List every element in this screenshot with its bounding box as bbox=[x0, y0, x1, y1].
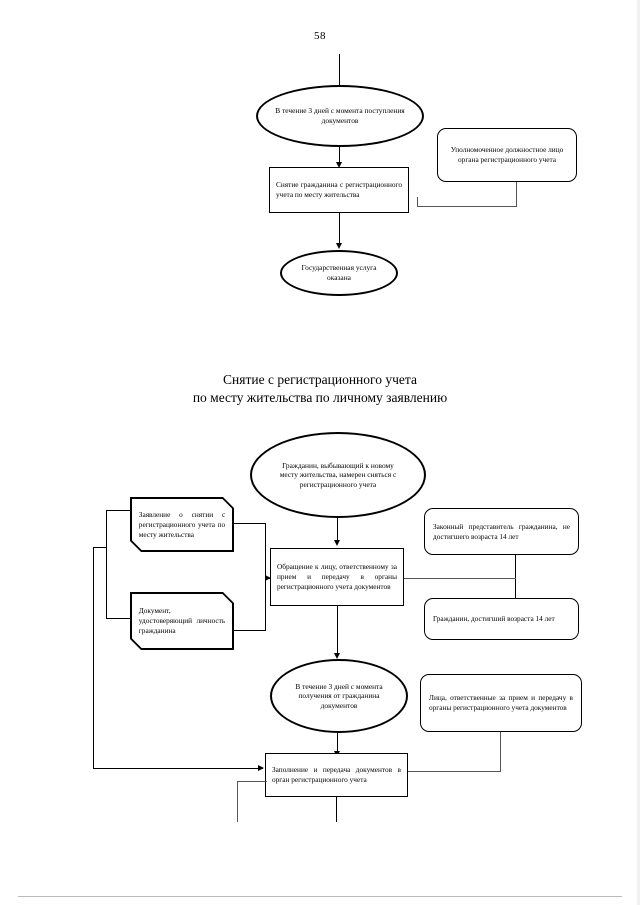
connector-responsible-down bbox=[500, 732, 502, 772]
node-process-appeal: Обращение к лицу, ответственному за прие… bbox=[270, 548, 404, 606]
connector-fill-left-return-down bbox=[237, 781, 239, 822]
node-process-fill-transfer: Заполнение и передача документов в орган… bbox=[265, 753, 408, 797]
node-doc-identity-label: Документ, удостоверяющий личность гражда… bbox=[138, 606, 226, 635]
node-actor-citizen-14: Гражданин, достигший возраста 14 лет bbox=[424, 598, 579, 640]
node-start-citizen: Гражданин, выбывающий к новому месту жит… bbox=[250, 432, 426, 518]
node-process-removal-label: Снятие гражданина с регистрационного уче… bbox=[276, 180, 402, 199]
node-end-service: Государственная услуга оказана bbox=[280, 250, 398, 296]
connector-appeal-to-term bbox=[337, 606, 339, 657]
node-actor-legal-rep: Законный представитель гражданина, не до… bbox=[424, 508, 579, 555]
section-title-line-2: по месту жительства по личному заявлению bbox=[192, 390, 448, 405]
node-term-receipt-label: В течение 3 дней с момента получения от … bbox=[295, 681, 383, 710]
connector-term-to-fill bbox=[337, 733, 339, 755]
connector-left-bracket-inner bbox=[106, 510, 108, 619]
connector-legal-rep-down bbox=[515, 555, 517, 599]
connector-official-down bbox=[516, 182, 518, 207]
node-term-deadline-label: В течение 3 дней с момента поступления д… bbox=[275, 106, 405, 125]
connector-left-bracket-to-bottom bbox=[93, 768, 263, 770]
node-start-citizen-label: Гражданин, выбывающий к новому месту жит… bbox=[279, 460, 397, 489]
node-actor-responsible-label: Лица, ответственные за прием и передачу … bbox=[429, 693, 573, 712]
node-actor-citizen-14-label: Гражданин, достигший возраста 14 лет bbox=[433, 614, 555, 623]
connector-removal-to-end bbox=[339, 213, 341, 247]
section-title: Снятие с регистрационного учета по месту… bbox=[0, 371, 640, 407]
connector-identity-out bbox=[234, 630, 266, 632]
arrowhead-removal-to-end bbox=[335, 243, 342, 249]
page-number: 58 bbox=[314, 30, 326, 42]
connector-fill-down-continuation bbox=[336, 797, 338, 822]
connector-official-left bbox=[417, 206, 517, 208]
connector-start-to-appeal bbox=[337, 518, 339, 544]
node-actor-official: Уполномоченное должностное лицо органа р… bbox=[437, 128, 577, 182]
node-doc-application-label: Заявление о снятии с регистрационного уч… bbox=[138, 509, 226, 539]
section-title-line-1: Снятие с регистрационного учета bbox=[223, 372, 417, 387]
connector-right-actors-to-appeal bbox=[404, 578, 516, 580]
page-edge-shadow bbox=[637, 0, 640, 905]
node-process-appeal-label: Обращение к лицу, ответственному за прие… bbox=[277, 562, 397, 591]
arrowhead-left-bracket-to-bottom bbox=[258, 764, 264, 771]
connector-official-up-to-process bbox=[417, 197, 419, 207]
connector-fill-left-return bbox=[237, 781, 267, 783]
node-process-removal: Снятие гражданина с регистрационного уче… bbox=[269, 167, 409, 213]
node-process-fill-transfer-label: Заполнение и передача документов в орган… bbox=[272, 765, 401, 784]
node-end-service-label: Государственная услуга оказана bbox=[301, 263, 377, 282]
connector-left-bracket-mid bbox=[106, 618, 132, 620]
connector-application-out bbox=[234, 523, 266, 525]
connector-left-bracket-top bbox=[106, 510, 132, 512]
connector-left-bracket-outer bbox=[93, 547, 95, 769]
connector-deadline-to-removal bbox=[339, 147, 341, 166]
arrowhead-docs-into-appeal bbox=[265, 574, 271, 581]
arrowhead-appeal-to-term bbox=[333, 653, 340, 659]
arrowhead-deadline-to-removal bbox=[335, 162, 342, 168]
connector-incoming-top bbox=[339, 54, 341, 92]
node-term-receipt: В течение 3 дней с момента получения от … bbox=[270, 659, 408, 733]
node-term-deadline: В течение 3 дней с момента поступления д… bbox=[256, 85, 424, 147]
node-doc-application: Заявление о снятии с регистрационного уч… bbox=[130, 497, 234, 552]
node-actor-responsible: Лица, ответственные за прием и передачу … bbox=[420, 674, 582, 732]
node-actor-official-label: Уполномоченное должностное лицо органа р… bbox=[450, 145, 564, 164]
node-doc-identity: Документ, удостоверяющий личность гражда… bbox=[130, 592, 234, 650]
connector-responsible-left bbox=[408, 771, 501, 773]
node-actor-legal-rep-label: Законный представитель гражданина, не до… bbox=[433, 521, 570, 541]
connector-left-bracket-join bbox=[93, 547, 106, 549]
page-bottom-rule bbox=[18, 896, 622, 897]
arrowhead-start-to-appeal bbox=[333, 540, 340, 546]
